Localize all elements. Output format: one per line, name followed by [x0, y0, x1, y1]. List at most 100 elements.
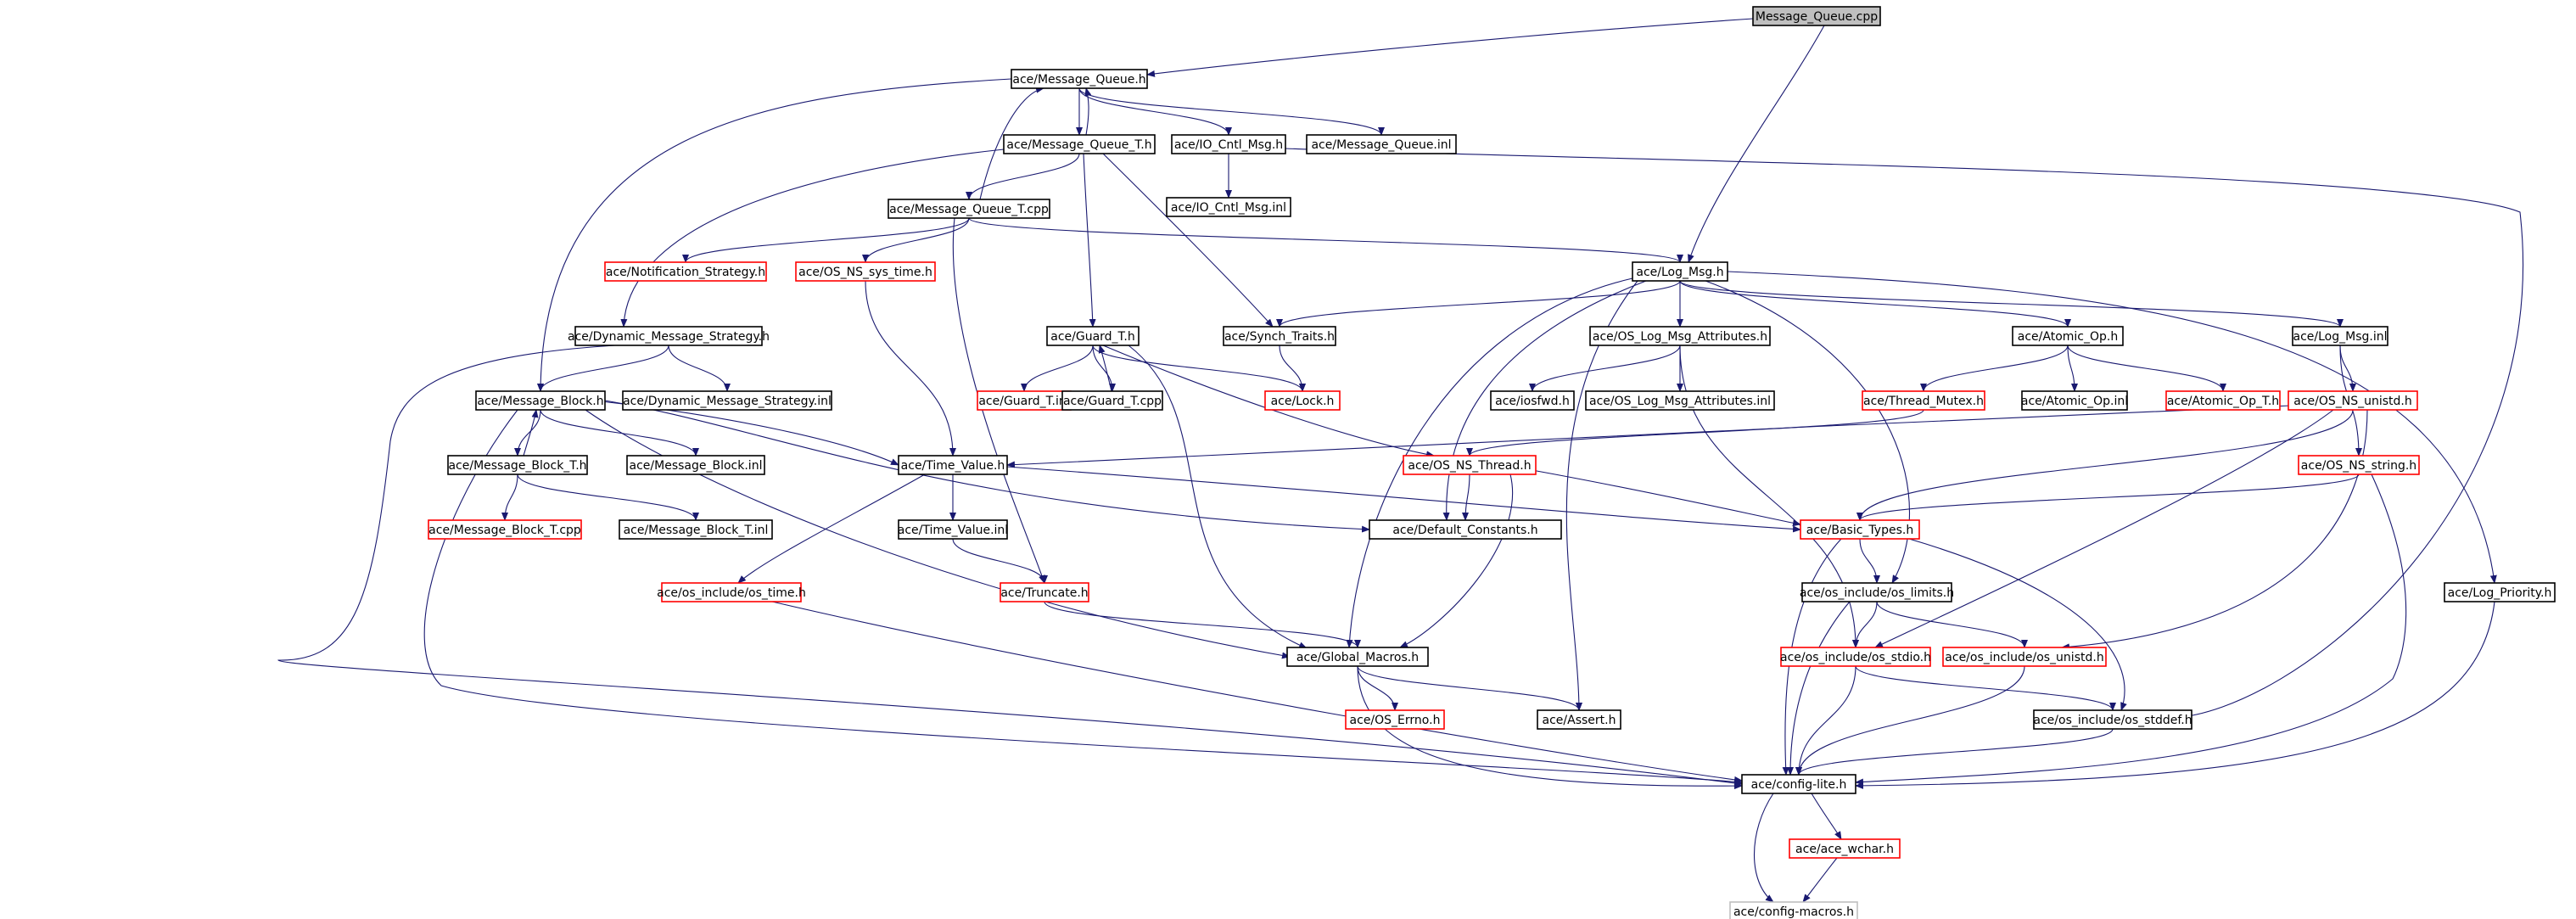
node-os-stddef[interactable]: ace/os_include/os_stddef.h	[2033, 709, 2192, 730]
node-box[interactable]	[2033, 709, 2192, 730]
node-box[interactable]	[604, 261, 767, 282]
node-logprio[interactable]: ace/Log_Priority.h	[2444, 582, 2556, 602]
node-box[interactable]	[1345, 709, 1445, 730]
node-dms-h[interactable]: ace/Dynamic_Message_Strategy.h	[568, 326, 770, 346]
node-assert[interactable]: ace/Assert.h	[1537, 709, 1621, 730]
node-os-stdio[interactable]: ace/os_include/os_stdio.h	[1780, 647, 1931, 667]
node-box[interactable]	[2165, 390, 2281, 411]
node-atomic-inl[interactable]: ace/Atomic_Op.inl	[2021, 390, 2128, 411]
node-box[interactable]	[619, 519, 773, 540]
node-iocntl-h[interactable]: ace/IO_Cntl_Msg.h	[1171, 134, 1286, 154]
node-box[interactable]	[2292, 326, 2388, 346]
node-timev-h[interactable]: ace/Time_Value.h	[898, 455, 1008, 475]
node-root[interactable]: Message_Queue.cpp	[1752, 6, 1881, 26]
node-mb-inl[interactable]: ace/Message_Block.inl	[626, 455, 765, 475]
node-box[interactable]	[428, 519, 582, 540]
node-box[interactable]	[626, 455, 765, 475]
node-box[interactable]	[1306, 134, 1457, 154]
node-guardt-inl[interactable]: ace/Guard_T.inl	[977, 390, 1072, 411]
node-box[interactable]	[898, 455, 1008, 475]
node-box[interactable]	[2012, 326, 2124, 346]
node-label: ace/config-macros.h	[1733, 905, 1854, 919]
node-mq-inl[interactable]: ace/Message_Queue.inl	[1306, 134, 1457, 154]
node-configmacros[interactable]: ace/config-macros.h	[1729, 901, 1858, 919]
node-mqt-cpp[interactable]: ace/Message_Queue_T.cpp	[888, 199, 1050, 219]
node-box[interactable]	[2298, 455, 2420, 475]
node-os-unistd[interactable]: ace/os_include/os_unistd.h	[1942, 647, 2107, 667]
node-box[interactable]	[1942, 647, 2107, 667]
node-logmsg-inl[interactable]: ace/Log_Msg.inl	[2292, 326, 2388, 346]
node-wchar[interactable]: ace/ace_wchar.h	[1789, 838, 1901, 859]
node-box[interactable]	[1789, 838, 1901, 859]
node-basic[interactable]: ace/Basic_Types.h	[1800, 519, 1920, 540]
node-oslog-h[interactable]: ace/OS_Log_Msg_Attributes.h	[1589, 326, 1771, 346]
node-box[interactable]	[2444, 582, 2556, 602]
node-iocntl-inl[interactable]: ace/IO_Cntl_Msg.inl	[1166, 197, 1291, 217]
node-box[interactable]	[1000, 582, 1089, 602]
node-synch[interactable]: ace/Synch_Traits.h	[1223, 326, 1336, 346]
node-box[interactable]	[795, 261, 936, 282]
node-mb-h[interactable]: ace/Message_Block.h	[475, 390, 606, 411]
node-oslog-inl[interactable]: ace/OS_Log_Msg_Attributes.inl	[1585, 390, 1775, 411]
node-osns-thread[interactable]: ace/OS_NS_Thread.h	[1403, 455, 1537, 475]
node-configlite[interactable]: ace/config-lite.h	[1741, 774, 1856, 794]
node-guardt-h[interactable]: ace/Guard_T.h	[1046, 326, 1140, 346]
node-timev-inl[interactable]: ace/Time_Value.inl	[898, 519, 1008, 540]
node-box[interactable]	[1585, 390, 1775, 411]
node-box[interactable]	[1800, 519, 1920, 540]
node-box[interactable]	[1286, 647, 1429, 667]
node-mbt-cpp[interactable]: ace/Message_Block_T.cpp	[428, 519, 582, 540]
node-box[interactable]	[1589, 326, 1771, 346]
node-box[interactable]	[447, 455, 588, 475]
node-truncate[interactable]: ace/Truncate.h	[1000, 582, 1089, 602]
node-box[interactable]	[1166, 197, 1291, 217]
node-box[interactable]	[1729, 901, 1858, 919]
node-globalm[interactable]: ace/Global_Macros.h	[1286, 647, 1429, 667]
node-box[interactable]	[1862, 390, 1985, 411]
node-box[interactable]	[1171, 134, 1286, 154]
node-atomic-t[interactable]: ace/Atomic_Op_T.h	[2165, 390, 2281, 411]
node-box[interactable]	[661, 582, 802, 602]
node-mqt-h[interactable]: ace/Message_Queue_T.h	[1003, 134, 1156, 154]
node-box[interactable]	[1752, 6, 1881, 26]
node-box[interactable]	[1223, 326, 1336, 346]
node-box[interactable]	[1632, 261, 1728, 282]
node-mq-h[interactable]: ace/Message_Queue.h	[1011, 69, 1148, 89]
node-box[interactable]	[1801, 582, 1952, 602]
node-logmsg-h[interactable]: ace/Log_Msg.h	[1632, 261, 1728, 282]
node-box[interactable]	[1369, 519, 1562, 540]
node-mbt-inl[interactable]: ace/Message_Block_T.inl	[619, 519, 773, 540]
node-box[interactable]	[898, 519, 1008, 540]
node-atomic-h[interactable]: ace/Atomic_Op.h	[2012, 326, 2124, 346]
node-dms-inl[interactable]: ace/Dynamic_Message_Strategy.inl	[622, 390, 832, 411]
node-box[interactable]	[1264, 390, 1341, 411]
node-iosfwd[interactable]: ace/iosfwd.h	[1490, 390, 1575, 411]
node-lock-h[interactable]: ace/Lock.h	[1264, 390, 1341, 411]
node-box[interactable]	[1046, 326, 1140, 346]
node-box[interactable]	[1537, 709, 1621, 730]
node-box[interactable]	[622, 390, 832, 411]
node-oserrno[interactable]: ace/OS_Errno.h	[1345, 709, 1445, 730]
node-os-limits[interactable]: ace/os_include/os_limits.h	[1800, 582, 1954, 602]
node-mbt-h[interactable]: ace/Message_Block_T.h	[447, 455, 588, 475]
node-box[interactable]	[1403, 455, 1537, 475]
node-osns-string[interactable]: ace/OS_NS_string.h	[2298, 455, 2420, 475]
node-osns-unistd[interactable]: ace/OS_NS_unistd.h	[2288, 390, 2418, 411]
node-guardt-cpp[interactable]: ace/Guard_T.cpp	[1061, 390, 1163, 411]
node-box[interactable]	[888, 199, 1050, 219]
node-box[interactable]	[1061, 390, 1163, 411]
node-box[interactable]	[1011, 69, 1148, 89]
node-box[interactable]	[475, 390, 606, 411]
node-box[interactable]	[2021, 390, 2128, 411]
node-box[interactable]	[2288, 390, 2418, 411]
node-box[interactable]	[1490, 390, 1575, 411]
node-box[interactable]	[574, 326, 763, 346]
node-defconst[interactable]: ace/Default_Constants.h	[1369, 519, 1562, 540]
node-osns-time[interactable]: ace/OS_NS_sys_time.h	[795, 261, 936, 282]
node-box[interactable]	[1741, 774, 1856, 794]
node-notif[interactable]: ace/Notification_Strategy.h	[604, 261, 767, 282]
node-os-time[interactable]: ace/os_include/os_time.h	[657, 582, 806, 602]
node-box[interactable]	[1780, 647, 1931, 667]
node-thrmutex[interactable]: ace/Thread_Mutex.h	[1862, 390, 1985, 411]
node-box[interactable]	[1003, 134, 1156, 154]
